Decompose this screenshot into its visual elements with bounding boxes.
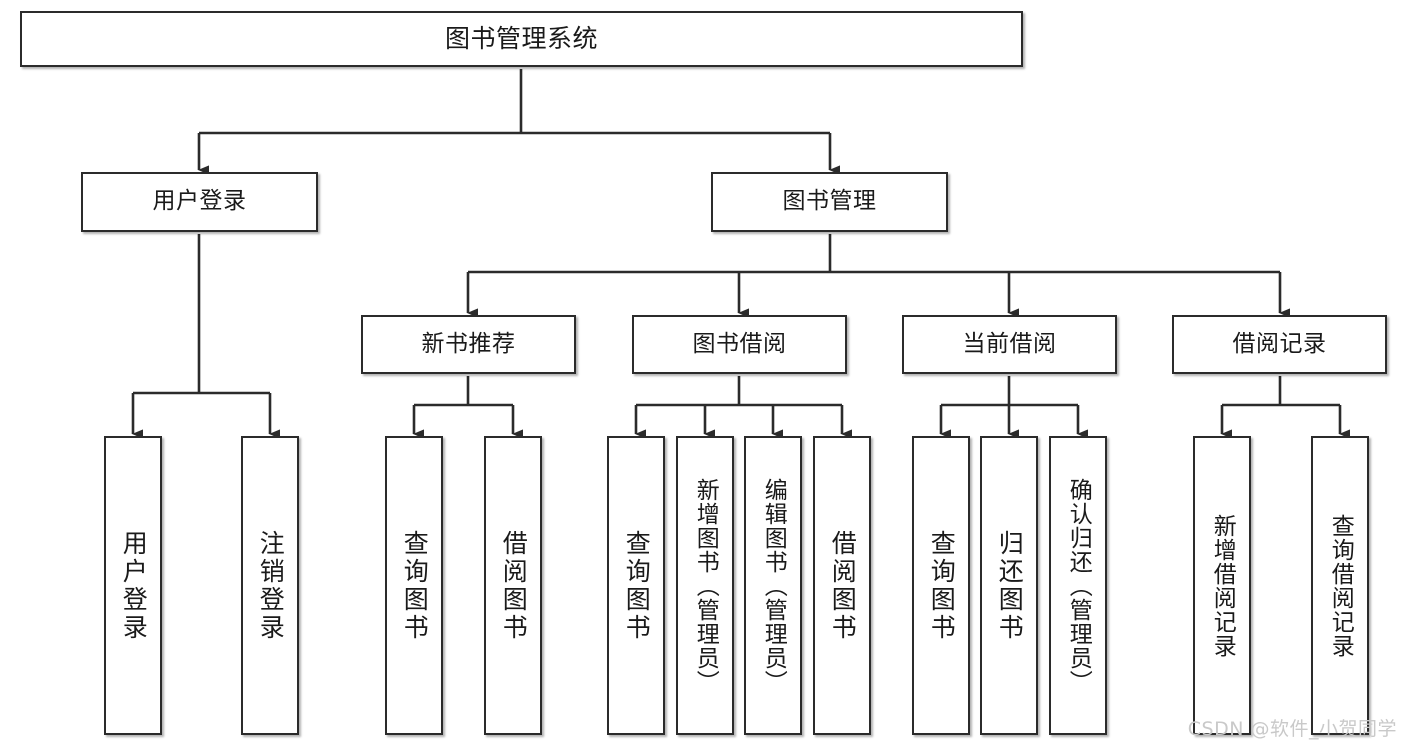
node-label: 查询借阅记录: [1327, 513, 1354, 658]
node-label: 注销登录: [256, 529, 286, 642]
leaf-borrow-book[interactable]: 借阅图书: [813, 436, 871, 735]
node-label: 新增借阅记录: [1209, 513, 1236, 658]
leaf-query-book-recommend[interactable]: 查询图书: [385, 436, 443, 735]
node-label: 查询图书: [927, 529, 957, 642]
node-label: 借阅记录: [1232, 330, 1327, 357]
node-label: 编辑图书（管理员）: [760, 477, 787, 694]
node-label: 借阅图书: [499, 529, 529, 642]
node-current-borrow[interactable]: 当前借阅: [902, 315, 1117, 374]
node-label: 图书管理系统: [444, 24, 598, 54]
node-label: 用户登录: [152, 188, 247, 215]
leaf-query-borrow-record[interactable]: 查询借阅记录: [1311, 436, 1369, 735]
node-borrow-record[interactable]: 借阅记录: [1172, 315, 1387, 374]
leaf-edit-book[interactable]: 编辑图书（管理员）: [744, 436, 802, 735]
node-label: 图书借阅: [692, 330, 787, 357]
node-label: 用户登录: [119, 529, 149, 642]
node-label: 查询图书: [400, 529, 430, 642]
node-label: 借阅图书: [828, 529, 858, 642]
node-label: 归还图书: [995, 529, 1025, 642]
leaf-logout-login[interactable]: 注销登录: [241, 436, 299, 735]
node-root-system[interactable]: 图书管理系统: [20, 11, 1023, 67]
node-label: 图书管理: [782, 188, 877, 215]
node-new-book-recommend[interactable]: 新书推荐: [361, 315, 576, 374]
leaf-add-borrow-record[interactable]: 新增借阅记录: [1193, 436, 1251, 735]
leaf-borrow-book-recommend[interactable]: 借阅图书: [484, 436, 542, 735]
node-label: 确认归还（管理员）: [1065, 477, 1092, 694]
leaf-user-login[interactable]: 用户登录: [104, 436, 162, 735]
node-book-borrow[interactable]: 图书借阅: [632, 315, 847, 374]
node-label: 当前借阅: [962, 330, 1057, 357]
node-book-management[interactable]: 图书管理: [711, 172, 948, 232]
node-label: 查询图书: [622, 529, 652, 642]
leaf-query-book-borrow[interactable]: 查询图书: [607, 436, 665, 735]
node-label: 新增图书（管理员）: [692, 477, 719, 694]
leaf-add-book[interactable]: 新增图书（管理员）: [676, 436, 734, 735]
leaf-return-book[interactable]: 归还图书: [980, 436, 1038, 735]
node-label: 新书推荐: [421, 330, 516, 357]
leaf-confirm-return[interactable]: 确认归还（管理员）: [1049, 436, 1107, 735]
csdn-watermark: CSDN @软件_小贺同学: [1187, 718, 1397, 740]
leaf-query-book-current[interactable]: 查询图书: [912, 436, 970, 735]
node-user-login[interactable]: 用户登录: [81, 172, 318, 232]
